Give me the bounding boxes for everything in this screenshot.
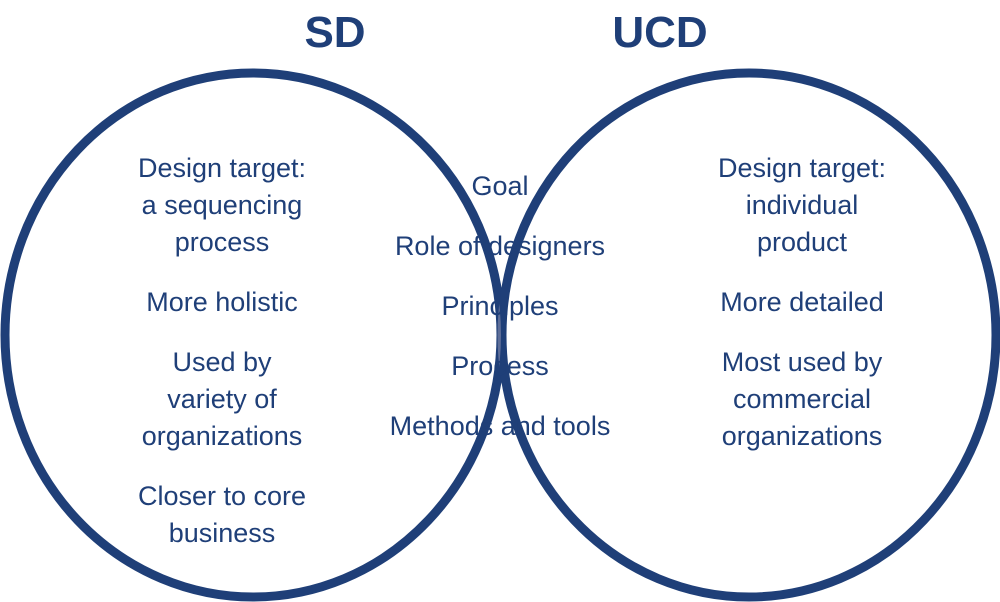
sd-title: SD <box>304 8 366 57</box>
ucd-item-line: individual <box>745 190 859 220</box>
intersection-item: Role of designers <box>394 231 606 261</box>
sd-item-line: More holistic <box>146 287 298 317</box>
ucd-item: Most used by commercial organizations <box>682 344 922 455</box>
ucd-item-line: Most used by <box>721 347 883 377</box>
intersection-item: Goal <box>471 171 529 201</box>
intersection-item: Principles <box>441 291 559 321</box>
ucd-item-line: commercial <box>732 384 872 414</box>
ucd-item: More detailed <box>682 284 922 321</box>
ucd-item: Design target: individual product <box>682 150 922 261</box>
sd-item-line: process <box>174 227 270 257</box>
ucd-items: Design target: individual product More d… <box>682 150 922 478</box>
sd-item-line: Design target: <box>137 153 307 183</box>
sd-item-line: organizations <box>141 421 303 451</box>
sd-items: Design target: a sequencing process More… <box>102 150 342 575</box>
intersection-item: Process <box>451 351 549 381</box>
sd-item: Design target: a sequencing process <box>102 150 342 261</box>
sd-item: Closer to core business <box>102 478 342 552</box>
intersection-item: Methods and tools <box>389 411 611 441</box>
sd-item-line: business <box>168 518 276 548</box>
ucd-circle <box>497 68 1000 602</box>
ucd-title: UCD <box>612 8 708 57</box>
ucd-item-line: product <box>756 227 848 257</box>
sd-item: More holistic <box>102 284 342 321</box>
sd-item-line: Closer to core <box>137 481 307 511</box>
sd-item: Used by variety of organizations <box>102 344 342 455</box>
intersection-items: Goal Role of designers Principles Proces… <box>360 168 640 468</box>
sd-item-line: variety of <box>167 384 277 414</box>
sd-item-line: a sequencing <box>141 190 303 220</box>
ucd-item-line: Design target: <box>717 153 887 183</box>
ucd-item-line: More detailed <box>720 287 884 317</box>
sd-item-line: Used by <box>172 347 272 377</box>
ucd-item-line: organizations <box>721 421 883 451</box>
